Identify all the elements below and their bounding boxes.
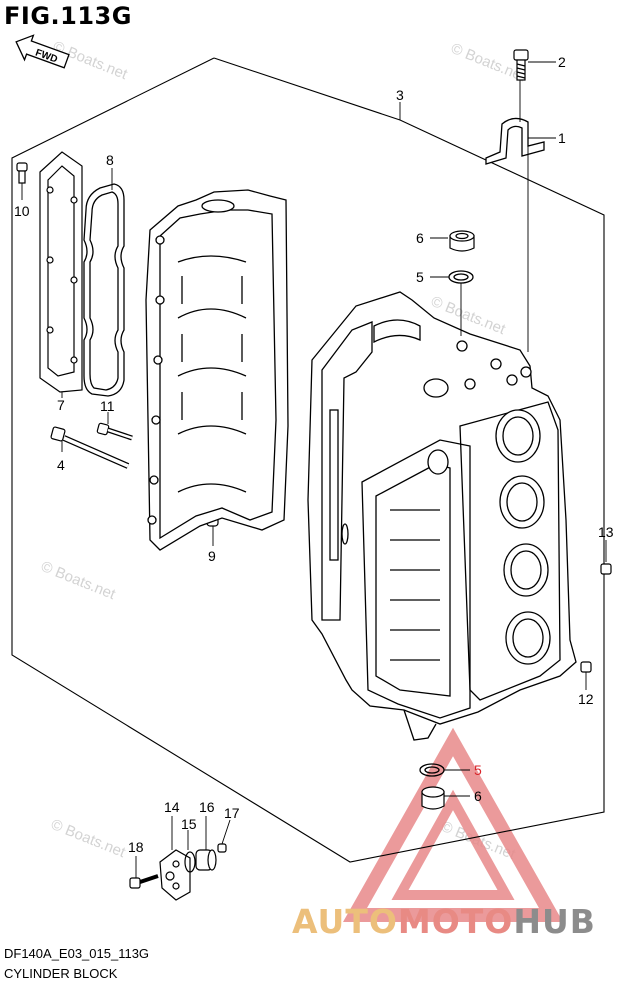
part-6-plug-top <box>449 230 475 252</box>
part-1-clamp <box>485 117 545 165</box>
callouts: 2 1 3 6 5 10 8 7 11 4 9 13 12 5 6 14 15 … <box>14 54 614 855</box>
callout-12: 12 <box>578 691 594 707</box>
part-12-plug <box>580 661 592 673</box>
callout-3: 3 <box>396 87 404 103</box>
callout-7: 7 <box>57 397 65 413</box>
figure-title: FIG.113G <box>4 2 132 30</box>
parts-14-18-assembly <box>129 843 227 901</box>
part-6-plug-bottom <box>421 786 445 810</box>
part-8-gasket <box>83 183 125 397</box>
callout-6-top: 6 <box>416 230 424 246</box>
callout-5-bottom: 5 <box>474 762 482 778</box>
part-13-plug <box>600 563 612 575</box>
boundary-frame <box>11 57 605 863</box>
callout-1: 1 <box>558 130 566 146</box>
callout-14: 14 <box>164 799 180 815</box>
callout-2: 2 <box>558 54 566 70</box>
figure-name: CYLINDER BLOCK <box>4 966 118 981</box>
callout-17: 17 <box>224 805 240 821</box>
watermark-6: © Boats.net <box>49 816 129 862</box>
crankcase-half <box>145 189 289 551</box>
part-11-bolt <box>96 422 133 441</box>
part-4-bolt <box>50 426 130 469</box>
callout-15: 15 <box>181 816 197 832</box>
watermark-4: © Boats.net <box>39 558 119 604</box>
callout-16: 16 <box>199 799 215 815</box>
brand-part-auto: AUTO <box>292 902 398 941</box>
part-10-bolt <box>16 162 28 184</box>
brand-logo: AUTOMOTOHUB <box>292 902 596 941</box>
callout-10: 10 <box>14 203 30 219</box>
callout-13: 13 <box>598 524 614 540</box>
part-2-bolt <box>513 49 529 81</box>
callout-9: 9 <box>208 548 216 564</box>
callout-18: 18 <box>128 839 144 855</box>
brand-part-hub: HUB <box>513 902 596 941</box>
figure-code: DF140A_E03_015_113G <box>4 946 150 961</box>
brand-part-moto: MOTO <box>397 902 514 941</box>
leader-lines <box>21 61 607 878</box>
callout-11: 11 <box>100 398 115 414</box>
part-5-washer-top <box>448 270 474 284</box>
cylinder-block <box>307 291 577 741</box>
part-7-cover-plate <box>39 151 83 393</box>
callout-8: 8 <box>106 152 114 168</box>
callout-5-top: 5 <box>416 269 424 285</box>
callout-6-bottom: 6 <box>474 788 482 804</box>
fwd-arrow-icon: FWD <box>15 34 70 69</box>
callout-4: 4 <box>57 457 65 473</box>
